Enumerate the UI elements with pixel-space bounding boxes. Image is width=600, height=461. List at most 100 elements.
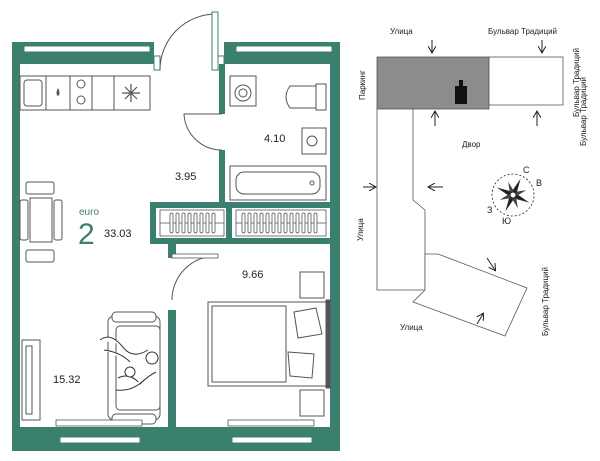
hanger-icon: [271, 212, 276, 234]
wall-bath-left: [219, 64, 225, 114]
stove-icon: [76, 79, 86, 105]
access-arrows: [363, 40, 542, 325]
compass-east: В: [536, 178, 543, 188]
chair: [19, 199, 29, 241]
washing-machine: [229, 75, 257, 107]
dining-set: [19, 181, 63, 263]
radiator: [227, 419, 315, 427]
hanger-icon: [211, 212, 216, 234]
sofa: [107, 311, 161, 425]
hanger-icon: [301, 212, 306, 234]
hanger-icon: [175, 212, 180, 234]
wall-divider-mid: [226, 202, 232, 244]
nightstand: [299, 271, 325, 299]
hanger-icon: [193, 212, 198, 234]
toilet: [285, 83, 327, 111]
site-parking-label: Паркинг: [358, 70, 367, 100]
hanger-icon: [259, 212, 264, 234]
room-count: 2: [78, 218, 95, 251]
people-on-sofa-icon: [99, 336, 159, 391]
tv-cabinet: [21, 339, 41, 421]
bath-door-arc: [183, 113, 223, 151]
area-bedroom: 9.66: [242, 269, 264, 281]
top-windows: [23, 45, 333, 444]
site-boulevard-right-bottom: Бульвар Традиций: [541, 266, 550, 336]
inner-walls: [150, 64, 330, 258]
wall-top-right: [224, 42, 340, 64]
hanger-icon: [187, 212, 192, 234]
window-side-marker: [153, 55, 161, 71]
chair: [25, 181, 55, 195]
hanger-icon: [265, 212, 270, 234]
wall-right: [330, 42, 340, 451]
site-street-top: Улица: [390, 27, 413, 36]
window-top-1: [23, 45, 151, 53]
hanger-icon: [199, 212, 204, 234]
wall-bath-left-lower: [219, 150, 225, 206]
compass-south: Ю: [502, 216, 512, 226]
site-street-left: Улица: [356, 218, 365, 241]
bath-sink: [301, 127, 327, 155]
bathtub: [229, 165, 327, 201]
hanger-icon: [253, 212, 258, 234]
bed-blanket: [211, 305, 287, 383]
radiator: [55, 419, 143, 427]
hanger-icon: [181, 212, 186, 234]
total-area: 33.03: [104, 228, 132, 240]
site-plan: [363, 40, 564, 337]
wardrobe-hangers: [169, 212, 318, 234]
bedroom-door-leaf: [171, 253, 219, 259]
hanger-icon: [169, 212, 174, 234]
wall-storage-top: [150, 202, 330, 208]
hanger-icon: [277, 212, 282, 234]
area-living-kitchen: 15.32: [53, 374, 81, 386]
chair: [53, 199, 63, 241]
water-drop-icon: [56, 88, 60, 96]
hanger-icon: [241, 212, 246, 234]
wall-top-left: [12, 42, 154, 64]
bed-headboard: [325, 299, 331, 389]
brand-label: euro: [79, 207, 100, 218]
site-boulevard-far-right: Бульвар Традиций: [579, 76, 588, 146]
compass-north: С: [523, 165, 530, 175]
floor-plan: [12, 11, 340, 451]
wall-left: [12, 42, 20, 451]
area-bathroom: 4.10: [264, 133, 286, 145]
window-top-2: [235, 45, 333, 53]
bedroom-door-arc: [171, 255, 217, 301]
entrance-door-leaf: [211, 11, 219, 71]
entrance-door-arc: [159, 13, 217, 71]
area-hallway: 3.95: [175, 171, 197, 183]
entrance-door: [159, 11, 219, 71]
building-top: [488, 56, 564, 106]
double-bed: [207, 271, 331, 417]
wall-bedroom-left: [168, 244, 176, 258]
site-street-bottom: Улица: [400, 323, 423, 332]
hanger-icon: [307, 212, 312, 234]
entrance-marker-icon: [455, 86, 467, 104]
building-left: [376, 108, 426, 291]
hanger-icon: [247, 212, 252, 234]
compass-rose-icon: [491, 173, 535, 217]
hanger-icon: [295, 212, 300, 234]
chair: [25, 249, 55, 263]
hanger-icon: [289, 212, 294, 234]
pillow: [287, 351, 315, 379]
parking-area: [376, 56, 490, 110]
fridge-snowflake-icon: [122, 84, 140, 102]
hanger-icon: [205, 212, 210, 234]
hanger-icon: [283, 212, 288, 234]
wall-bottom-divider: [168, 310, 176, 451]
dining-table: [29, 197, 53, 243]
kitchen-sink: [23, 79, 43, 107]
hanger-icon: [313, 212, 318, 234]
pillow: [293, 307, 323, 339]
window-bottom-1: [59, 436, 141, 444]
nightstand: [299, 389, 325, 417]
site-boulevard-top: Бульвар Традиций: [488, 27, 558, 36]
wall-storage-left: [150, 202, 156, 244]
site-yard-label: Двор: [462, 140, 481, 149]
compass-west: З: [487, 205, 493, 215]
building-bottom: [412, 253, 528, 337]
wall-storage-bottom: [150, 238, 330, 244]
